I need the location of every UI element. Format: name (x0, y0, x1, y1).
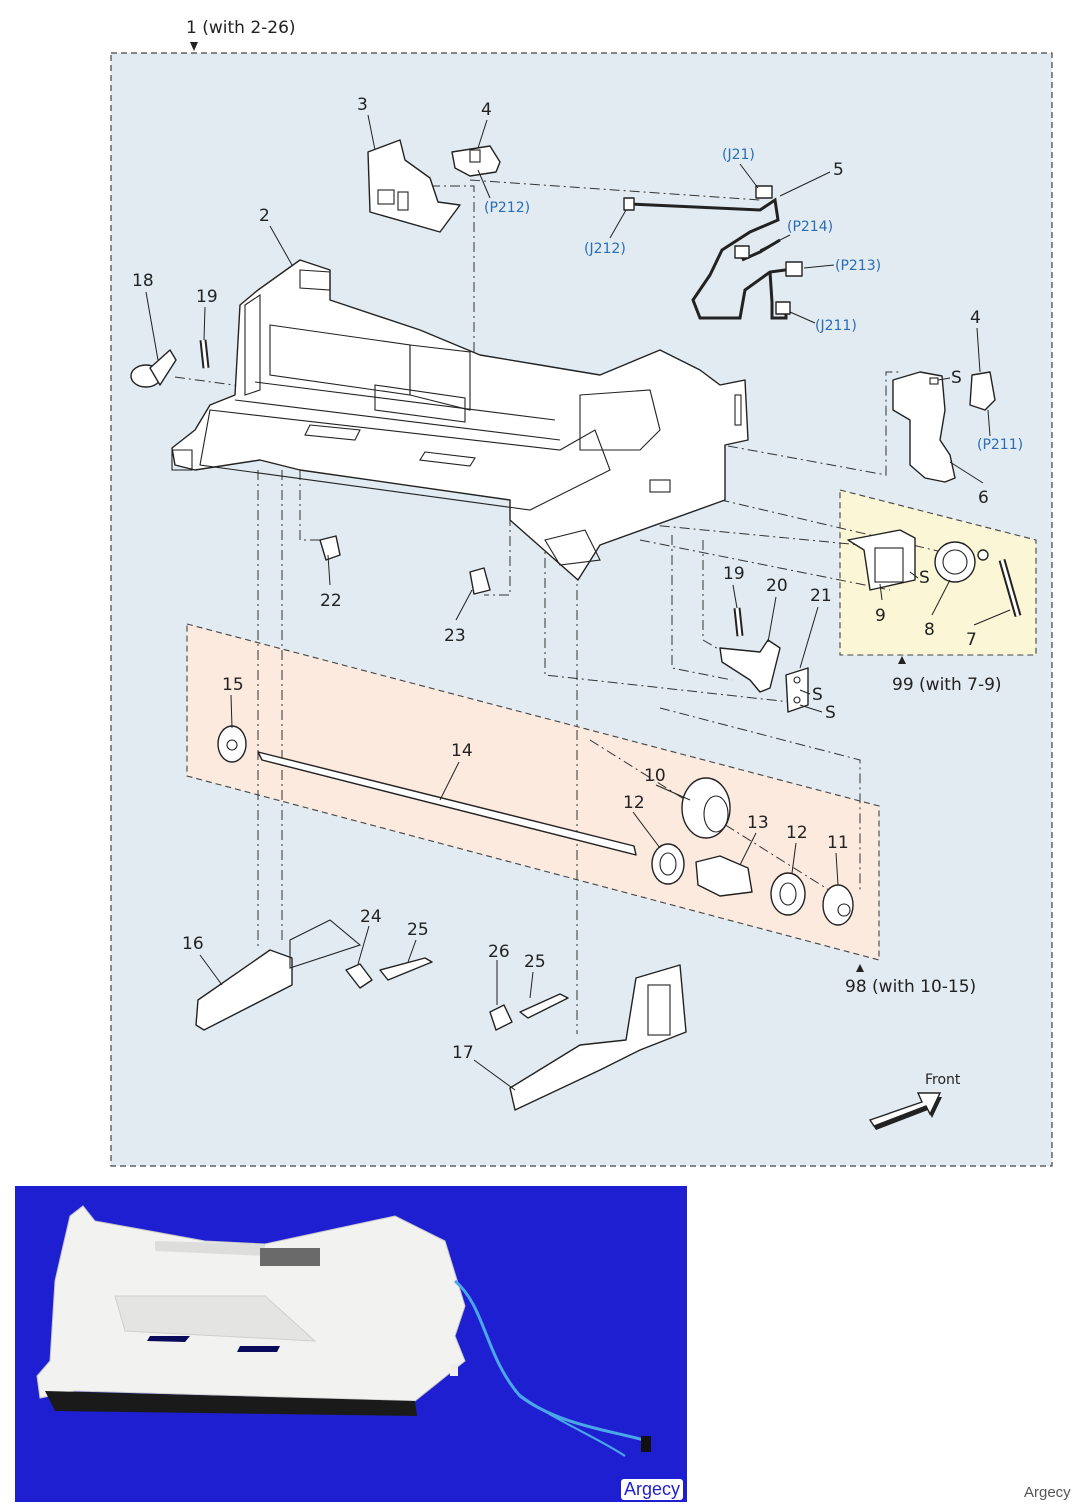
photo-frame-inner (114, 1295, 317, 1342)
callout-20: 20 (766, 576, 788, 596)
callout-23: 23 (444, 626, 466, 646)
callout-25-right: 25 (524, 952, 546, 972)
callout-4-top: 4 (481, 100, 492, 120)
callout-10: 10 (644, 766, 666, 786)
connector-j21: (J21) (722, 147, 755, 163)
callout-6: 6 (978, 488, 989, 508)
sensor-right-part (969, 371, 996, 411)
lever-right-part (489, 1004, 513, 1031)
callout-19-lower: 19 (723, 564, 745, 584)
arm-right-part (519, 993, 569, 1019)
callout-11: 11 (827, 833, 849, 853)
spring-part (998, 559, 1022, 617)
bracket-part (367, 139, 461, 233)
callout-12-left: 12 (623, 793, 645, 813)
callout-leaders (145, 114, 1011, 1091)
photo-frame-opening-right (237, 1346, 280, 1352)
callout-17: 17 (452, 1043, 474, 1063)
screw-marker: S (812, 685, 823, 705)
bearing-end-part (217, 725, 247, 763)
kit-98-label: 98 (with 10-15) (845, 977, 976, 997)
screw-marker: S (825, 703, 836, 723)
photo-harness-wire-branch (514, 1390, 626, 1457)
kit-99-label: 99 (with 7-9) (892, 675, 1002, 695)
callout-12-right: 12 (786, 823, 808, 843)
connector-p212: (P212) (484, 200, 530, 216)
connector-p213: (P213) (835, 258, 881, 274)
hub-part (695, 855, 753, 897)
latch-right-part (469, 567, 491, 595)
latch-left-part (319, 535, 341, 561)
product-photo-drawing (36, 1205, 651, 1457)
screw-marker: S (951, 368, 962, 388)
side-bracket-part (892, 371, 956, 483)
callout-18: 18 (132, 271, 154, 291)
callout-5: 5 (833, 160, 844, 180)
front-label: Front (925, 1072, 961, 1088)
connector-p211: (P211) (977, 437, 1023, 453)
callout-16: 16 (182, 934, 204, 954)
sensor-top-part (451, 145, 501, 177)
bearing-left-part (130, 349, 177, 388)
spring-lower-part (733, 607, 744, 637)
bearing-gear-part (822, 884, 854, 926)
collar-left-part (651, 843, 685, 885)
callout-25-left: 25 (407, 920, 429, 940)
gear-part (934, 541, 989, 583)
screw-marker: S (919, 568, 930, 588)
callout-15: 15 (222, 675, 244, 695)
footer-watermark: Argecy (1024, 1484, 1071, 1501)
shaft-part (257, 751, 637, 856)
actuator-arm-part (719, 639, 781, 693)
photo-watermark: Argecy (620, 1479, 683, 1500)
photo-connector-small (450, 1364, 458, 1376)
photo-frame-top (155, 1241, 265, 1256)
feed-roll-part (681, 777, 731, 839)
callout-13: 13 (747, 813, 769, 833)
collar-right-part (770, 872, 806, 916)
photo-frame-slot (260, 1248, 320, 1266)
callout-19-top: 19 (196, 287, 218, 307)
arm-left-part (379, 957, 433, 981)
callout-22: 22 (320, 591, 342, 611)
front-arrow-icon (868, 1092, 942, 1130)
lever-left-part (345, 963, 373, 989)
photo-harness-wire (454, 1279, 648, 1443)
guide-right-part (509, 964, 687, 1111)
kit98-pointer-icon (856, 964, 864, 972)
spring-upper-part (199, 339, 210, 369)
callout-24: 24 (360, 907, 382, 927)
connector-j212: (J212) (584, 241, 626, 257)
assembly-label: 1 (with 2-26) (186, 18, 296, 38)
callout-14: 14 (451, 741, 473, 761)
photo-frame-opening-left (147, 1336, 190, 1342)
photo-frame-shadow (45, 1391, 417, 1416)
callout-21: 21 (810, 586, 832, 606)
callout-2: 2 (259, 206, 270, 226)
callout-26: 26 (488, 942, 510, 962)
callout-7: 7 (966, 630, 977, 650)
callout-3: 3 (357, 95, 368, 115)
plate-part (785, 667, 809, 713)
callout-9: 9 (875, 606, 886, 626)
callout-4-right: 4 (970, 308, 981, 328)
assembly-pointer-icon (190, 42, 198, 51)
connector-j211: (J211) (815, 318, 857, 334)
kit99-pointer-icon (898, 656, 906, 664)
callout-8: 8 (924, 620, 935, 640)
guide-left-part (195, 919, 362, 1031)
photo-connector (641, 1436, 651, 1452)
main-frame-part (171, 259, 749, 581)
product-photo: Argecy (15, 1186, 687, 1502)
wire-harness-part (623, 185, 803, 320)
solenoid-part (847, 529, 916, 591)
connector-p214: (P214) (787, 219, 833, 235)
